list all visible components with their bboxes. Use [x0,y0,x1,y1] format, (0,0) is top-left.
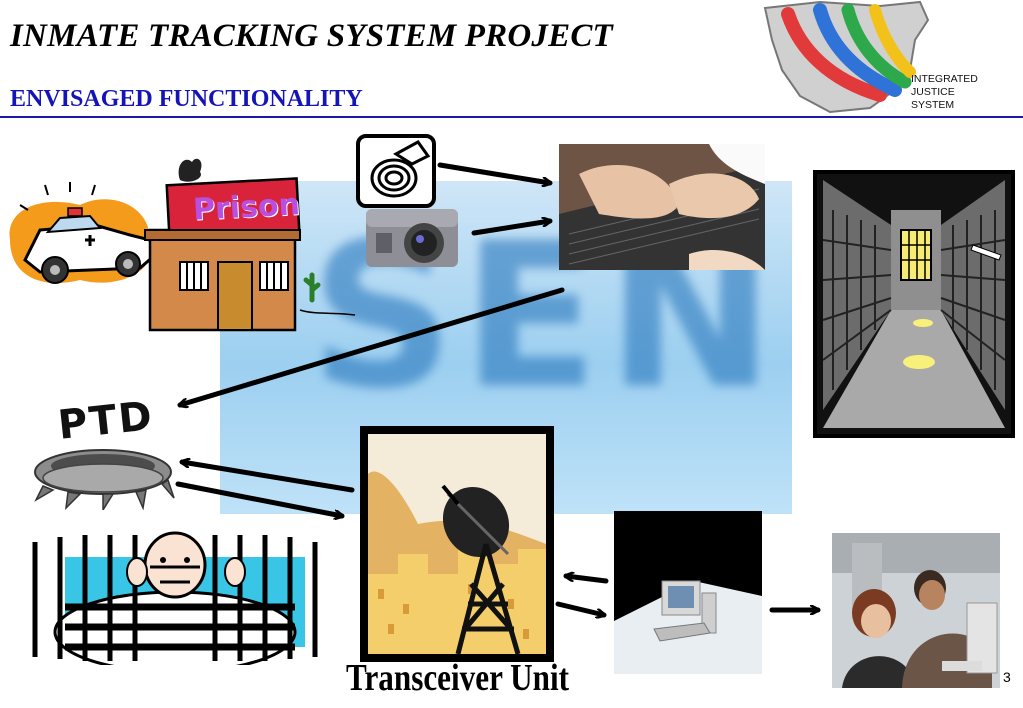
ptd-ankle-bracelet-image [28,438,178,513]
integrated-justice-system-logo [760,0,960,116]
slide-subtitle: ENVISAGED FUNCTIONALITY [10,86,363,112]
transceiver-unit-image [358,424,556,664]
logo-line-1: INTEGRATED [911,73,978,85]
keyboard-typing-photo [559,144,765,270]
arrow-ptd-to-transceiver [175,481,342,516]
inmate-behind-bars-image [25,527,325,674]
logo-caption: INTEGRATED JUSTICE SYSTEM [911,73,978,112]
operators-at-computer-photo [832,533,1000,688]
transceiver-unit-label: Transceiver Unit [346,657,569,699]
arrow-computer-to-ptd [180,287,565,405]
prison-building-image [140,150,360,340]
logo-line-2: JUSTICE [911,86,955,98]
arrow-transceiver-to-computer [555,601,604,615]
logo-line-3: SYSTEM [911,99,955,111]
arrow-camera-to-computer [471,221,550,236]
police-car-image [0,180,170,295]
arrow-fingerprint-to-computer [437,162,550,183]
slide-title: INMATE TRACKING SYSTEM PROJECT [10,18,613,54]
arrow-transceiver-to-ptd [182,462,355,493]
camera-image [362,203,462,273]
fingerprint-icon [356,134,436,208]
prison-corridor-image [813,170,1015,438]
arrow-computer-to-transceiver [566,576,609,584]
page-number: 3 [1003,669,1011,685]
header-divider [0,116,1023,118]
computer-workstation-photo [614,511,762,674]
